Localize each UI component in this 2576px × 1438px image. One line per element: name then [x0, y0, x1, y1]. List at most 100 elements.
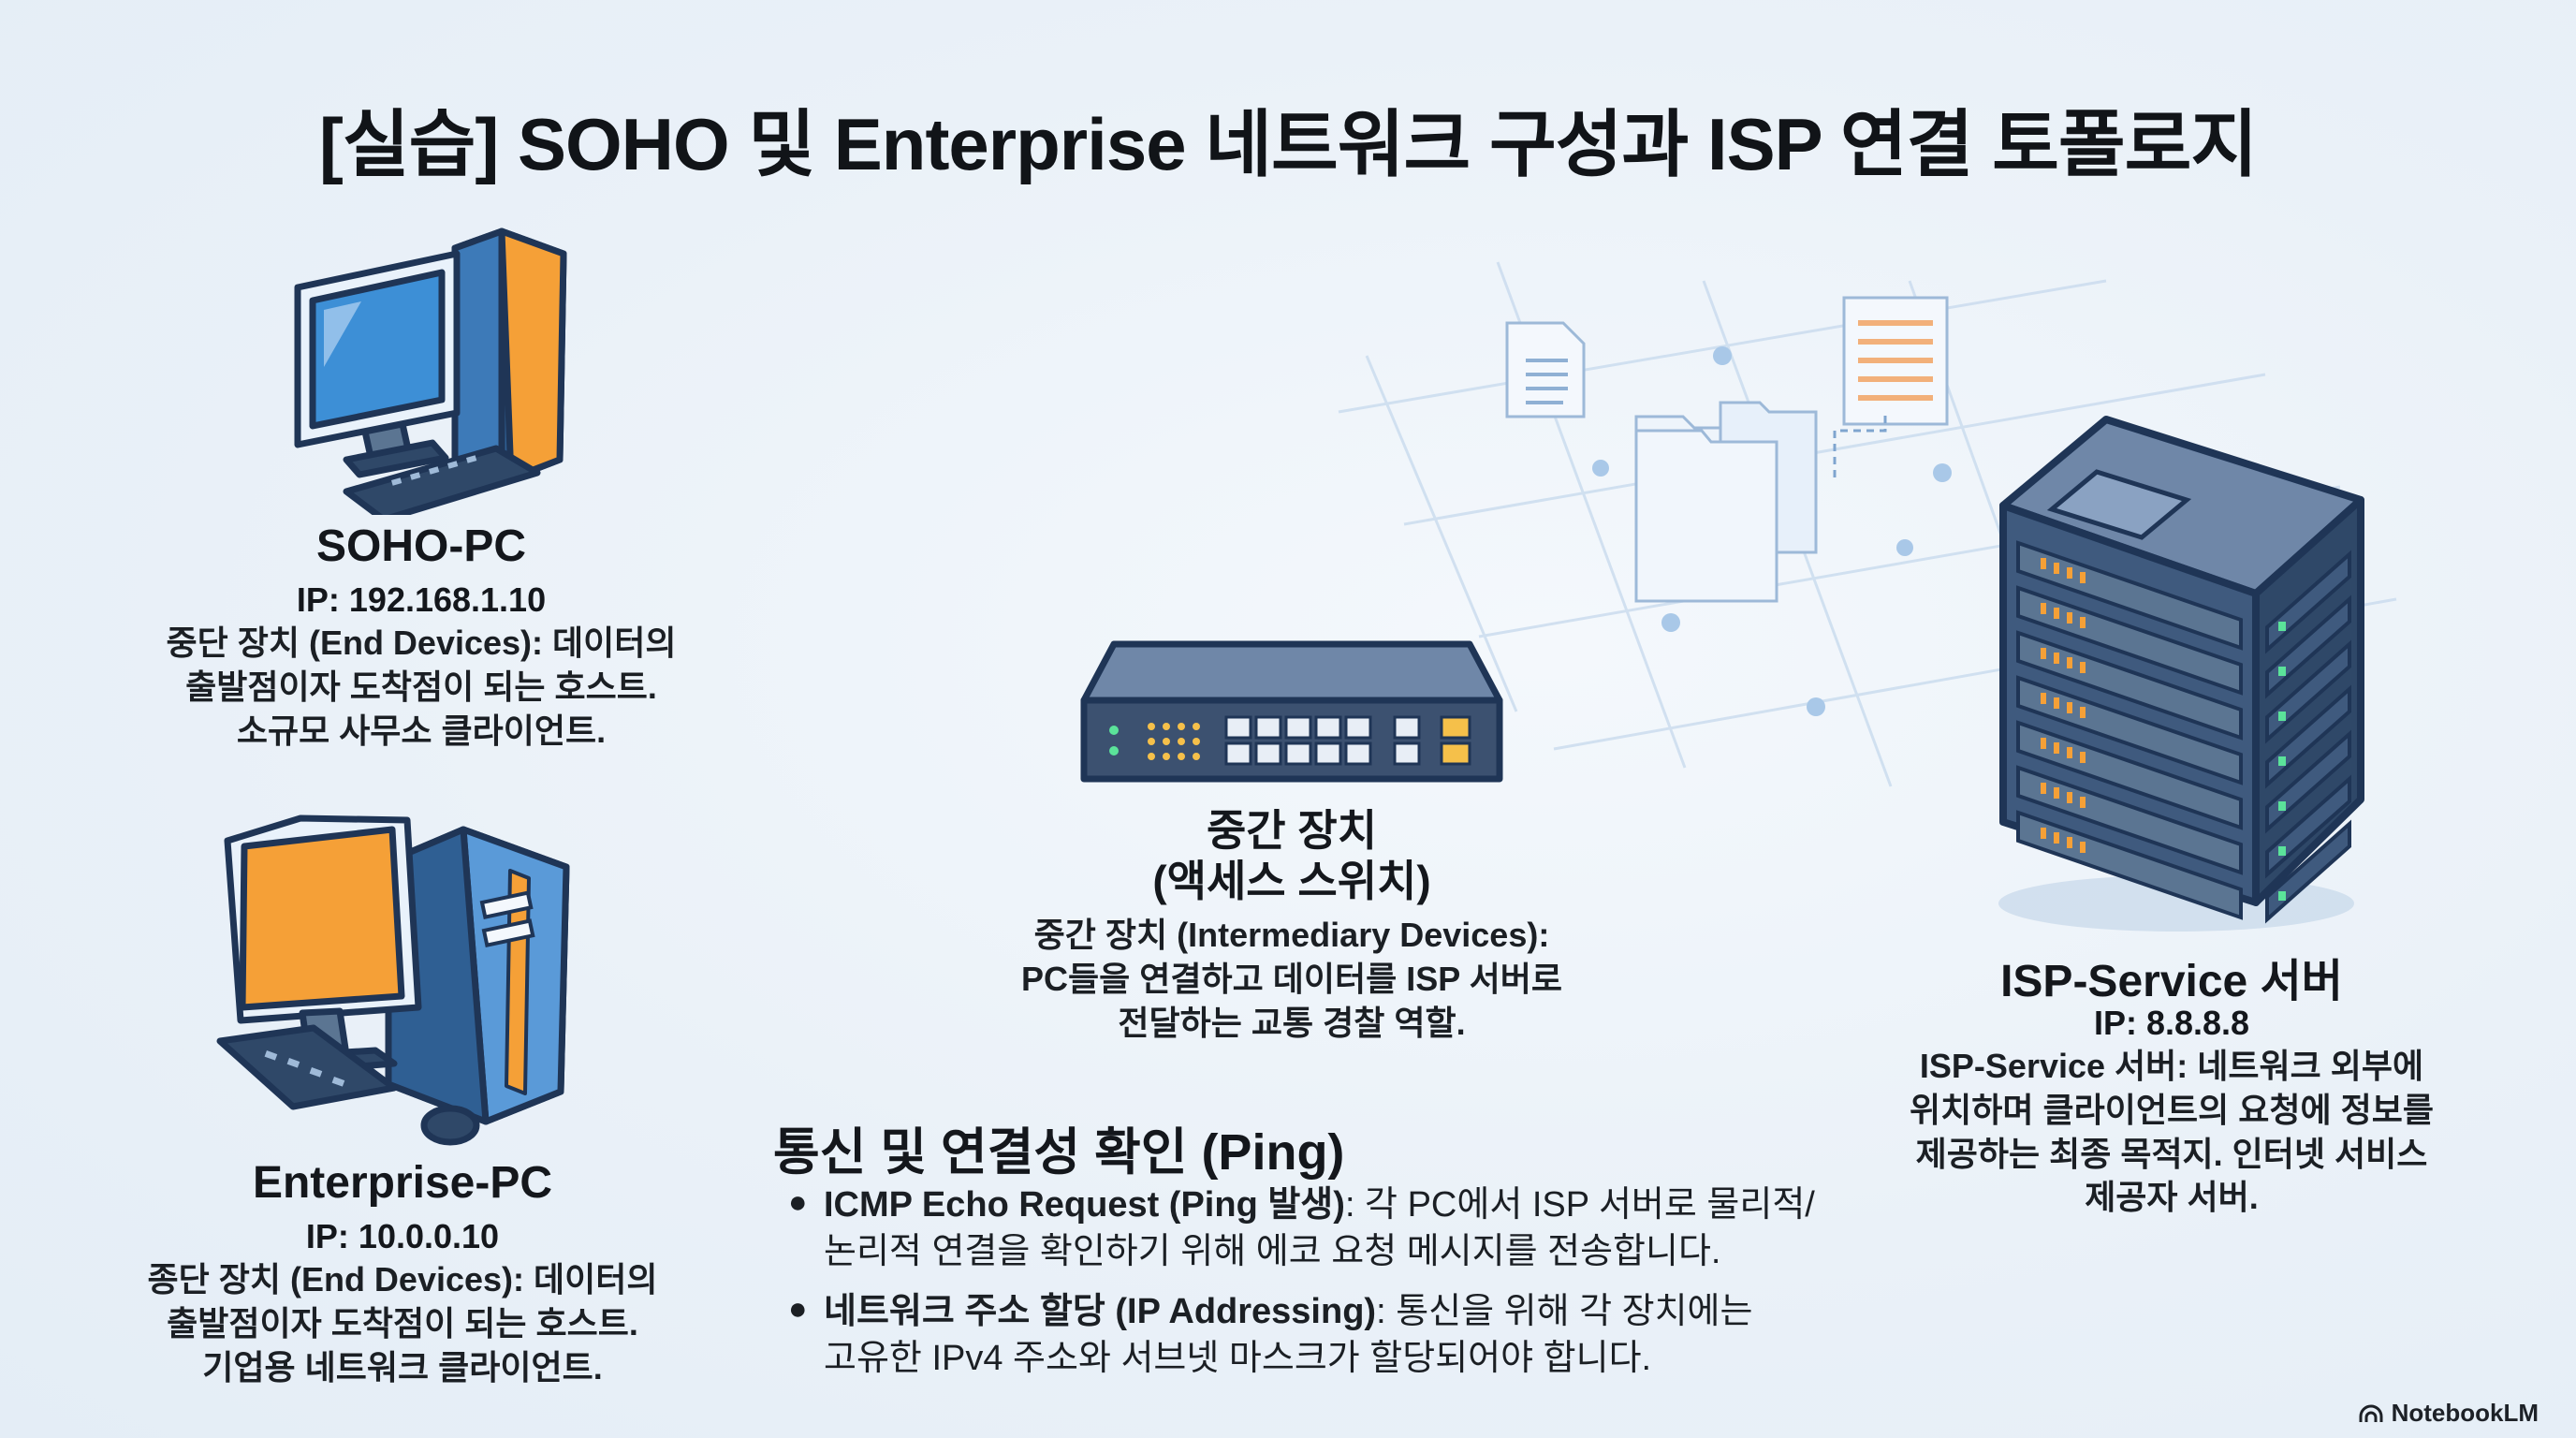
server-led	[2080, 707, 2086, 718]
server-bay-side	[2265, 684, 2351, 789]
soho-pc-label: SOHO-PC	[315, 521, 526, 571]
description-line: 전달하는 교통 경찰 역할.	[1118, 1003, 1466, 1042]
server-led	[2278, 756, 2286, 766]
server-led	[2041, 783, 2046, 794]
description-line: 종단 장치 (End Devices): 데이터의	[147, 1260, 658, 1299]
description-line: 중단 장치 (End Devices): 데이터의	[166, 624, 677, 662]
folder-icon	[1634, 429, 1778, 603]
server-led	[2041, 558, 2046, 569]
switch-label-line: 중간 장치	[1206, 806, 1378, 855]
page-title: [실습] SOHO 및 Enterprise 네트워크 구성과 ISP 연결 토…	[318, 103, 2258, 185]
server-led	[2067, 567, 2072, 579]
isp-server-label: ISP-Service 서버	[2000, 957, 2343, 1006]
server-bay	[2016, 675, 2243, 785]
description-line: 출발점이자 도착점이 되는 호스트.	[167, 1303, 638, 1343]
server-led	[2041, 693, 2046, 704]
server-led	[2054, 563, 2059, 574]
server-bay-side	[2265, 639, 2351, 744]
description-line: 기업용 네트워크 클라이언트.	[202, 1347, 603, 1387]
server-bay	[2016, 810, 2243, 920]
server-led	[2067, 657, 2072, 668]
server-bay	[2016, 585, 2243, 696]
server-led	[2080, 572, 2086, 583]
server-bay-side	[2265, 774, 2351, 879]
switch-label-line: (액세스 스위치)	[1152, 857, 1431, 906]
server-bay-side	[2265, 729, 2351, 834]
description-line: 위치하며 클라이언트의 요청에 정보를	[1910, 1090, 2434, 1129]
server-bay	[2016, 765, 2243, 875]
server-bay	[2016, 720, 2243, 830]
bullet-icon: ●	[788, 1291, 808, 1328]
brand-name: NotebookLM	[2391, 1399, 2539, 1427]
server-led	[2067, 792, 2072, 803]
server-led	[2041, 603, 2046, 614]
server-led	[2054, 608, 2059, 619]
server-led	[2067, 702, 2072, 713]
server-led	[2278, 667, 2286, 676]
switch-icon	[1080, 640, 1503, 783]
soho-pc-icon	[294, 227, 567, 515]
server-led	[2054, 832, 2059, 844]
list-item: ● 네트워크 주소 할당 (IP Addressing): 통신을 위해 각 장…	[784, 1288, 1870, 1382]
bullet-text: : 통신을 위해 각 장치에는	[1376, 1292, 1753, 1332]
server-led	[2054, 697, 2059, 709]
isp-server-ip: IP: 8.8.8.8	[2093, 1004, 2250, 1042]
server-led	[2278, 622, 2286, 631]
server-led	[2067, 612, 2072, 624]
server-led	[2041, 828, 2046, 839]
server-led	[2054, 787, 2059, 799]
bullet-text: 고유한 IPv4 주소와 서브넷 마스크가 할당되어야 합니다.	[824, 1339, 1652, 1379]
server-bay-side	[2265, 819, 2351, 924]
description-line: 소규모 사무소 클라이언트.	[236, 711, 607, 750]
description-line: 제공하는 최종 목적지. 인터넷 서비스	[1915, 1134, 2428, 1173]
server-led	[2080, 617, 2086, 628]
description-line: ISP-Service 서버: 네트워크 외부에	[1919, 1047, 2424, 1085]
server-led	[2041, 648, 2046, 659]
notebooklm-logo-icon	[2359, 1404, 2383, 1422]
spreadsheet-icon	[1842, 296, 1949, 426]
server-led	[2067, 837, 2072, 848]
server-bay-side	[2265, 550, 2351, 654]
bullet-heading: 네트워크 주소 할당 (IP Addressing)	[824, 1292, 1377, 1332]
bullet-text: : 각 PC에서 ISP 서버로 물리적/	[1344, 1185, 1815, 1225]
enterprise-pc-ip: IP: 10.0.0.10	[305, 1217, 500, 1255]
brand-watermark: NotebookLM	[2358, 1399, 2539, 1428]
server-led	[2054, 653, 2059, 664]
server-led	[2080, 797, 2086, 808]
server-led	[2278, 891, 2286, 901]
description-line: 중간 장치 (Intermediary Devices):	[1033, 916, 1550, 954]
server-bay	[2016, 540, 2243, 651]
server-led	[2054, 742, 2059, 754]
server-bay	[2016, 630, 2243, 741]
description-line: PC들을 연결하고 데이터를 ISP 서버로	[1021, 959, 1562, 998]
server-bays	[2016, 540, 2351, 924]
server-bay-side	[2265, 594, 2351, 699]
server-led	[2067, 747, 2072, 758]
server-led	[2041, 738, 2046, 749]
document-icon	[1505, 321, 1586, 418]
description-line: 출발점이자 도착점이 되는 호스트.	[185, 667, 657, 706]
server-led	[2080, 662, 2086, 673]
description-line: 제공자 서버.	[2085, 1178, 2259, 1217]
switch-description: 중간 장치 (Intermediary Devices): PC들을 연결하고 …	[936, 914, 1647, 1045]
server-led	[2278, 801, 2286, 811]
enterprise-pc-description: 종단 장치 (End Devices): 데이터의 출발점이자 도착점이 되는 …	[75, 1258, 730, 1389]
ping-bullet-list: ● ICMP Echo Request (Ping 발생): 각 PC에서 IS…	[784, 1181, 1870, 1396]
bullet-heading: ICMP Echo Request (Ping 발생)	[824, 1185, 1345, 1225]
server-led	[2278, 846, 2286, 856]
bullet-text: 논리적 연결을 확인하기 위해 에코 요청 메시지를 전송합니다.	[824, 1232, 1721, 1272]
enterprise-pc-icon	[216, 814, 570, 1146]
list-item: ● ICMP Echo Request (Ping 발생): 각 PC에서 IS…	[784, 1181, 1870, 1275]
server-led	[2080, 842, 2086, 853]
bullet-icon: ●	[788, 1184, 808, 1220]
isp-server-description: ISP-Service 서버: 네트워크 외부에 위치하며 클라이언트의 요청에…	[1835, 1045, 2509, 1220]
server-led	[2080, 752, 2086, 763]
switch-label: 중간 장치 (액세스 스위치)	[936, 805, 1647, 907]
server-led	[2278, 712, 2286, 721]
soho-pc-ip: IP: 192.168.1.10	[296, 580, 547, 619]
ping-section-title: 통신 및 연결성 확인 (Ping)	[773, 1124, 1345, 1181]
server-rack-icon	[1998, 416, 2364, 932]
soho-pc-description: 중단 장치 (End Devices): 데이터의 출발점이자 도착점이 되는 …	[94, 622, 749, 753]
enterprise-pc-label: Enterprise-PC	[252, 1158, 553, 1208]
